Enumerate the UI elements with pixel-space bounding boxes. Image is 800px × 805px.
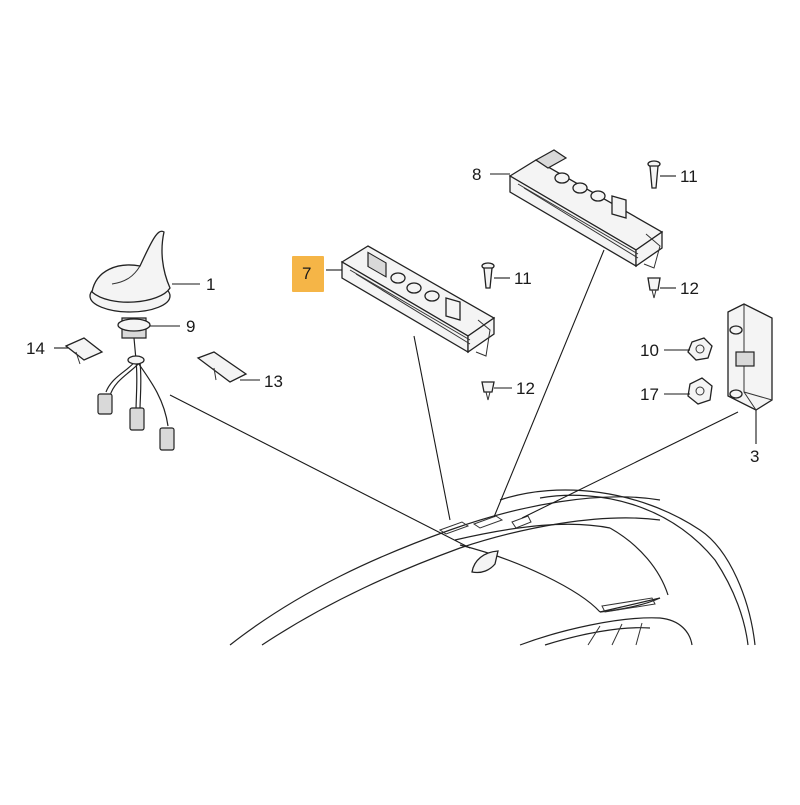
callout-17[interactable]: 17	[640, 385, 659, 404]
callout-7[interactable]: 7	[302, 264, 311, 283]
nut-12-a	[481, 381, 495, 401]
callout-ticks	[54, 173, 757, 444]
callout-14[interactable]: 14	[26, 339, 45, 358]
callout-12-right[interactable]: 12	[680, 279, 699, 298]
bracket-3	[727, 303, 773, 411]
shark-fin-antenna	[89, 230, 171, 339]
callout-1[interactable]: 1	[206, 275, 215, 294]
antenna-cable-harness	[97, 337, 175, 451]
callout-11-upper-left[interactable]: 11	[514, 269, 532, 288]
leader-lines	[169, 249, 739, 549]
callout-13[interactable]: 13	[264, 372, 283, 391]
trim-strip-13	[196, 351, 248, 383]
callout-7-highlight	[292, 256, 324, 292]
sealing-pad-14	[64, 337, 104, 365]
car-body-outline	[229, 489, 756, 646]
nut-17	[687, 377, 713, 405]
antenna-amplifier-8	[508, 149, 664, 269]
callout-9[interactable]: 9	[186, 317, 195, 336]
screw-11-b	[647, 160, 661, 189]
callout-8[interactable]: 8	[472, 165, 481, 184]
nut-12-b	[647, 277, 661, 299]
nut-10	[687, 337, 713, 361]
callout-labels: 1 9 14 13 7 11 12 8 11 12 10 17 3	[26, 165, 759, 466]
callout-11-upper-right[interactable]: 11	[680, 167, 698, 186]
antenna-amplifier-7	[340, 245, 496, 357]
callout-10[interactable]: 10	[640, 341, 659, 360]
callout-3[interactable]: 3	[750, 447, 759, 466]
screw-11-a	[481, 262, 495, 289]
callout-12-lower-left[interactable]: 12	[516, 379, 535, 398]
